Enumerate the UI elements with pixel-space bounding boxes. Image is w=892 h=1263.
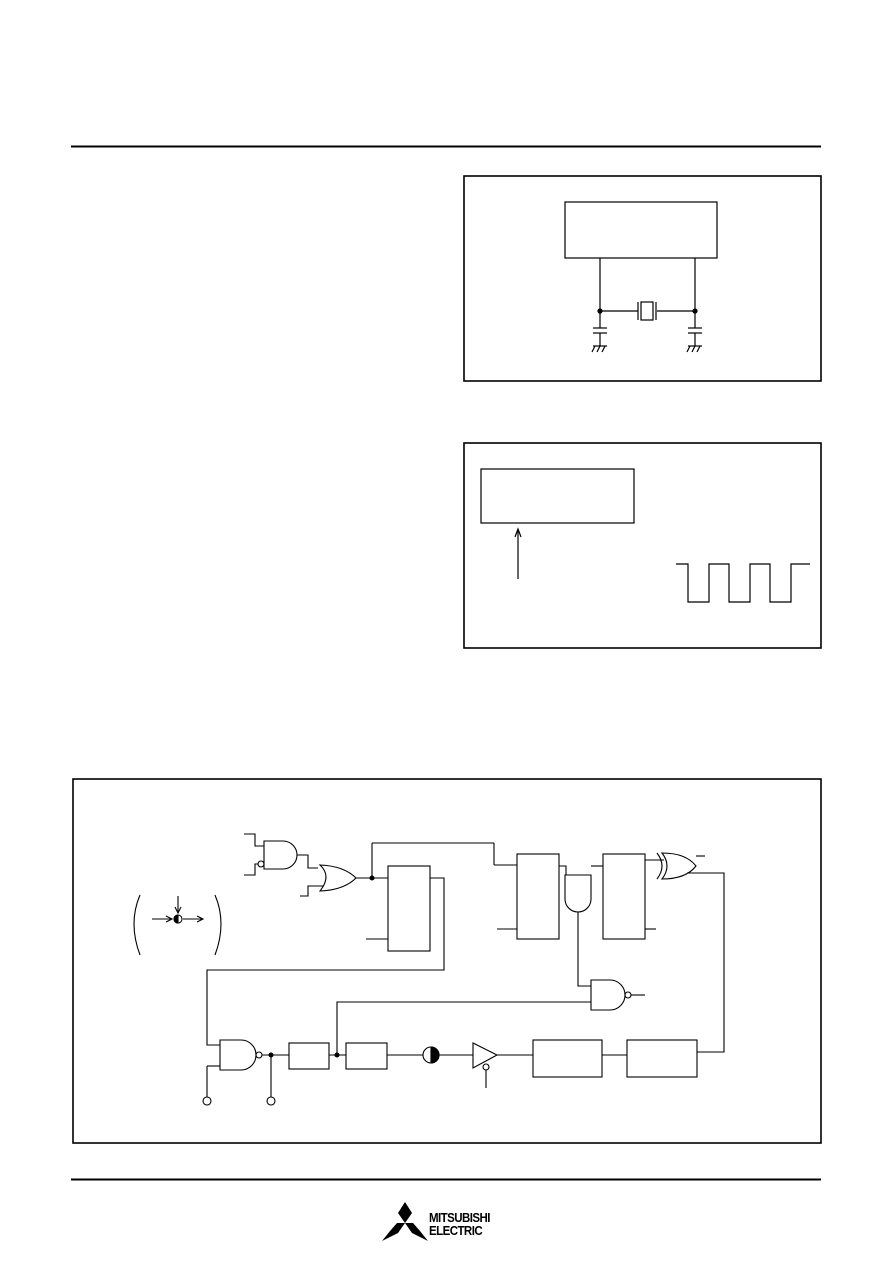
brand-line-1: MITSUBISHI <box>429 1211 490 1225</box>
nand-gate-icon <box>219 1039 263 1071</box>
figure-frame-1 <box>463 175 822 382</box>
capacitor-icon <box>688 312 702 346</box>
capacitor-icon <box>593 312 607 346</box>
xor-gate-icon <box>645 852 705 880</box>
nand-gate-icon <box>590 979 645 1011</box>
flip-flop-block-1 <box>387 865 431 952</box>
figure-frame-3 <box>72 778 822 1144</box>
brand-line-2: ELECTRIC <box>429 1224 483 1238</box>
flip-flop-block-2 <box>516 853 560 940</box>
switch-icon <box>422 1046 440 1064</box>
junction-legend-icon <box>133 894 222 956</box>
system-clock-block <box>532 1039 603 1078</box>
buffer-icon <box>472 1042 499 1088</box>
external-clock-figure <box>463 442 822 649</box>
crystal-icon <box>637 301 657 321</box>
ground-icon <box>686 345 702 353</box>
input-terminal-icon <box>202 1096 212 1106</box>
divider-block-1 <box>288 1042 330 1070</box>
and-gate-icon <box>244 833 318 876</box>
clock-circuit-figure <box>72 778 822 1144</box>
flip-flop-block-3 <box>602 853 646 940</box>
figure-frame-2 <box>463 442 822 649</box>
brand-wordmark: MITSUBISHI ELECTRIC <box>429 1212 490 1238</box>
prescaler-block <box>626 1039 698 1078</box>
divider-block-2 <box>345 1042 388 1070</box>
microcomputer-block-2 <box>480 468 635 524</box>
mitsubishi-logo-icon <box>382 1202 428 1241</box>
ground-icon <box>591 345 607 353</box>
square-wave-icon <box>676 563 810 603</box>
or-gate-icon <box>300 864 357 897</box>
crystal-oscillator-figure <box>463 175 822 382</box>
microcomputer-block-1 <box>564 201 718 259</box>
and-gate-icon <box>564 874 592 913</box>
input-terminal-icon <box>266 1096 276 1106</box>
